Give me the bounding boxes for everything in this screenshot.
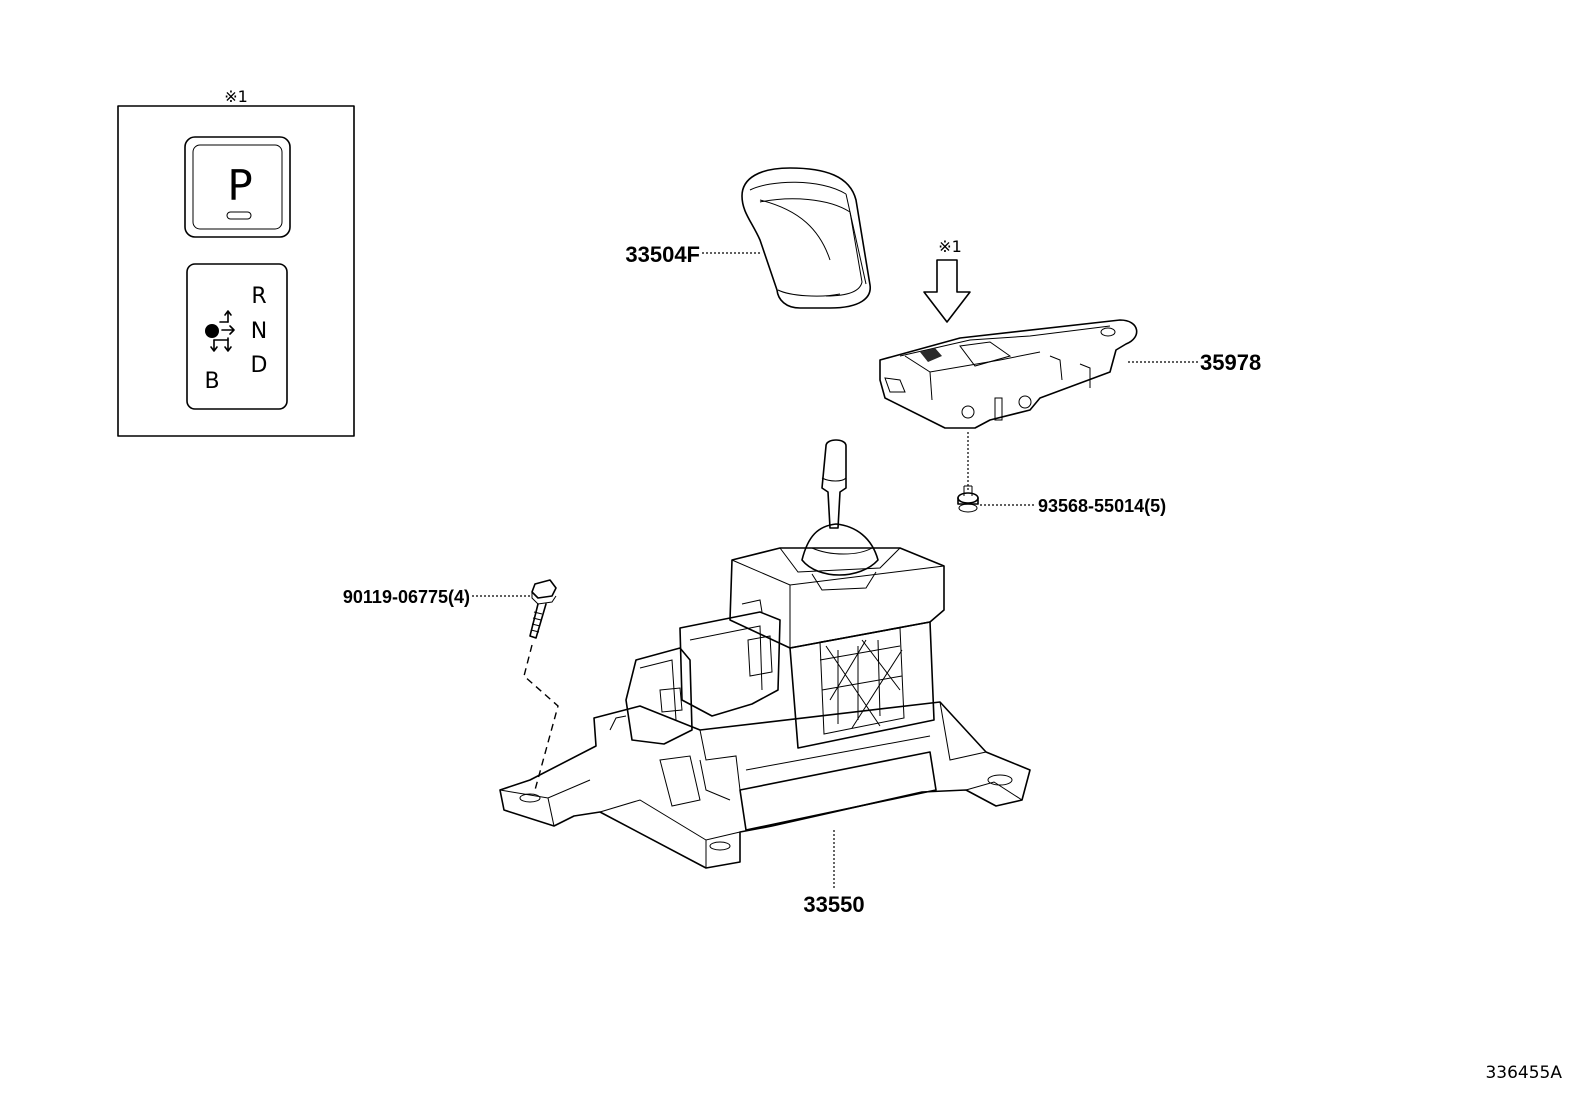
diagram-code: 336455A — [1485, 1063, 1562, 1083]
label-33504F: 33504F — [625, 242, 700, 267]
park-button: P — [184, 136, 291, 238]
shift-knob-drawing — [741, 167, 871, 309]
label-33550: 33550 — [803, 892, 864, 917]
shift-r-label: R — [251, 284, 266, 309]
label-35978: 35978 — [1200, 350, 1261, 375]
shift-lever-assembly-drawing — [499, 439, 1031, 869]
label-90119-06775: 90119-06775(4) — [343, 587, 470, 607]
shift-d-label: D — [251, 353, 268, 378]
leader-lines — [472, 252, 1198, 888]
arrow-down-icon: ※1 — [923, 237, 971, 323]
inset-frame — [117, 105, 355, 437]
bolt-drawing — [523, 579, 559, 791]
screw-drawing — [957, 432, 979, 513]
shift-pattern-plate: R N D B — [186, 263, 288, 410]
park-letter: P — [227, 161, 252, 210]
shift-pattern-icon — [205, 310, 235, 352]
position-indicator-drawing — [879, 319, 1138, 429]
inset-note-mark: ※1 — [224, 87, 248, 106]
label-93568-55014: 93568-55014(5) — [1038, 496, 1166, 516]
part-labels: 33504F 35978 93568-55014(5) 90119-06775(… — [343, 242, 1261, 917]
shift-b-label: B — [204, 369, 219, 394]
shift-n-label: N — [251, 319, 267, 344]
inset-panel: ※1 P R N D B — [117, 87, 355, 437]
arrow-note-mark: ※1 — [938, 237, 962, 256]
